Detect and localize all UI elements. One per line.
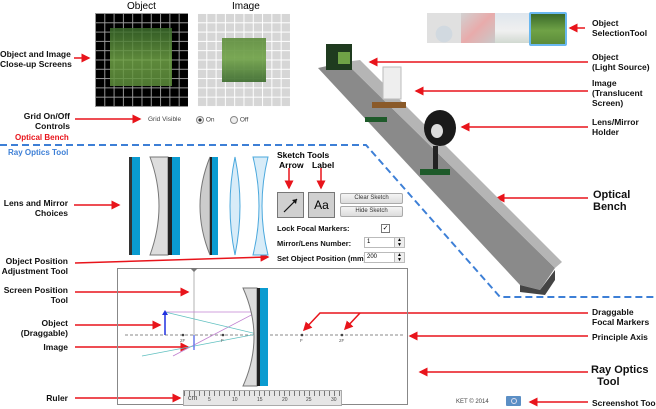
lock-focal-markers-label: Lock Focal Markers: [277, 224, 350, 233]
plane-mirror-choice[interactable] [129, 157, 140, 255]
annotation-image-screen: Image (Translucent Screen) [592, 78, 643, 108]
grid-off-radio[interactable]: Off [230, 116, 248, 124]
grid-on-radio[interactable]: On [196, 116, 214, 124]
sketch-arrow-button[interactable] [277, 192, 304, 218]
ruler-unit: cm [188, 395, 198, 402]
concave-mirror-choice[interactable] [149, 156, 180, 256]
grid-on-label: On [205, 116, 215, 124]
ruler-tick-label: 10 [232, 397, 238, 403]
image-screen-title: Image [232, 1, 260, 12]
annotation-lens-choices: Lens and Mirror Choices [3, 198, 68, 218]
convex-mirror-choice[interactable] [199, 156, 218, 256]
mirror-lens-number-label: Mirror/Lens Number: [277, 239, 352, 248]
image-closeup-screen [197, 13, 290, 107]
sketch-arrow-caption: Arrow [279, 160, 304, 170]
arrow-icon [283, 198, 298, 213]
ruler-tick-label: 15 [257, 397, 263, 403]
annotation-object-selection-tool: Object SelectionTool [592, 18, 648, 38]
ruler-tick-label: 5 [208, 397, 211, 403]
ray-optics-section-label: Ray Optics Tool [8, 148, 69, 157]
ruler-tick-label: 20 [282, 397, 288, 403]
object-thumb-cow-selected[interactable] [529, 12, 567, 46]
object-thumb-earth[interactable] [427, 13, 461, 43]
object-thumb-taj-mahal[interactable] [495, 13, 529, 43]
mirror-lens-number-input[interactable]: 1 [364, 237, 395, 248]
optical-bench-rail [318, 44, 562, 295]
annotation-ray-optics-tool: Ray Optics Tool [591, 364, 649, 388]
grid-off-label: Off [239, 116, 249, 124]
annotation-object-draggable: Object (Draggable) [20, 318, 68, 338]
object-position-label: Set Object Position (mm): [277, 254, 369, 263]
sketch-label-caption: Label [312, 160, 335, 170]
focal-mark-left-2f: 2F [180, 338, 186, 343]
ruler[interactable]: cm 5 10 15 20 25 30 [183, 390, 342, 406]
lens-mirror-choices [129, 156, 269, 256]
annotation-focal-markers: Draggable Focal Markers [592, 307, 650, 327]
focal-mark-left-f: F [221, 338, 224, 343]
annotation-object-position-tool: Object Position Adjustment Tool [1, 256, 68, 276]
focal-markers[interactable] [181, 333, 344, 337]
mirror-lens-number-spinner[interactable]: ▲▼ [394, 237, 405, 248]
lock-focal-markers-checkbox[interactable]: ✓ [381, 224, 390, 233]
focal-mark-right-f: F [300, 338, 303, 343]
annotation-grid-controls: Grid On/Off Controls [23, 111, 70, 131]
object-thumb-racecar[interactable] [461, 13, 495, 43]
cow-object-picture [110, 28, 172, 86]
optical-bench-section-label: Optical Bench [15, 133, 69, 142]
object-screen-title: Object [127, 1, 156, 12]
annotation-principle-axis: Principle Axis [592, 332, 648, 342]
concave-mirror [242, 287, 258, 387]
object-position-spinner[interactable]: ▲▼ [394, 252, 405, 263]
convex-lens-choice[interactable] [229, 156, 241, 256]
annotation-ruler: Ruler [46, 393, 68, 403]
object-closeup-screen [95, 13, 188, 107]
concave-lens-choice[interactable] [252, 156, 269, 256]
ray-diagram [125, 268, 403, 387]
cow-image-picture [222, 38, 266, 82]
focal-mark-right-2f: 2F [339, 338, 345, 343]
annotation-optical-bench: Optical Bench [593, 189, 631, 213]
grid-visible-label: Grid Visible [148, 116, 182, 123]
hide-sketch-button[interactable]: Hide Sketch [340, 206, 403, 217]
annotation-screen-position-tool: Screen Position Tool [3, 285, 68, 305]
annotation-closeup-screens: Object and Image Close-up Screens [0, 49, 72, 69]
radio-selected-icon [196, 116, 204, 124]
annotation-lens-holder: Lens/Mirror Holder [592, 117, 639, 137]
radio-empty-icon [230, 116, 238, 124]
annotation-object-light-source: Object (Light Source) [592, 52, 650, 72]
sketch-label-button[interactable]: Aa [308, 192, 335, 218]
object-position-input[interactable]: 200 [364, 252, 395, 263]
annotation-image: Image [43, 342, 68, 352]
copyright: KET © 2014 [456, 399, 489, 405]
annotation-screenshot-tool: Screenshot Tool [592, 398, 656, 408]
screenshot-camera-icon[interactable] [506, 396, 521, 406]
sketch-tools-title: Sketch Tools [277, 150, 330, 160]
ruler-tick-label: 30 [331, 397, 337, 403]
ruler-tick-label: 25 [306, 397, 312, 403]
clear-sketch-button[interactable]: Clear Sketch [340, 193, 403, 204]
